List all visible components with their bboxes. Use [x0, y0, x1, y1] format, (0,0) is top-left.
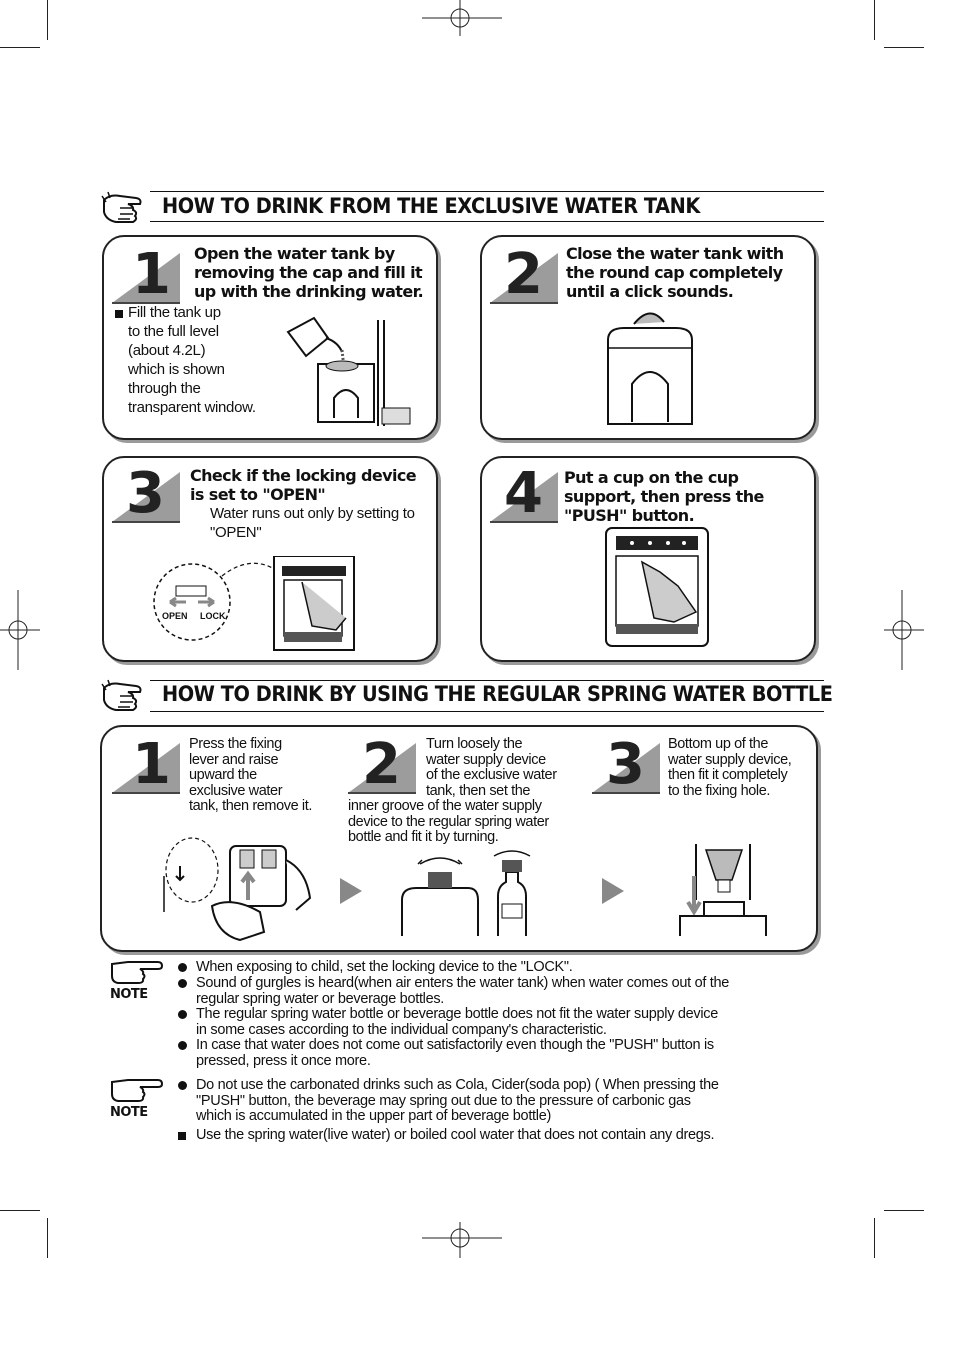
- hand-icon: [101, 679, 142, 711]
- push-button-illustration: [605, 527, 709, 647]
- pointing-hand-icon: [111, 961, 164, 984]
- registration-mark-icon: [884, 590, 924, 670]
- remove-tank-illustration: [163, 837, 312, 942]
- note2-item1: Do not use the carbonated drinks such as…: [196, 1077, 719, 1124]
- lock-label-open: OPEN: [162, 611, 188, 621]
- bottle-step-number-2: 2: [348, 733, 416, 795]
- bullet: [178, 1132, 186, 1140]
- bottle-step1-text: Press the fixing lever and raise upward …: [189, 736, 312, 814]
- step-number-3: 3: [112, 462, 180, 524]
- registration-mark-icon: [0, 590, 40, 670]
- svg-text:1: 1: [132, 243, 171, 305]
- section2-title: HOW TO DRINK BY USING THE REGULAR SPRING…: [162, 682, 833, 706]
- lock-label-lock: LOCK: [200, 611, 226, 621]
- svg-text:3: 3: [606, 733, 645, 795]
- step-panel-1: [102, 235, 438, 440]
- note1-item3: The regular spring water bottle or bever…: [196, 1006, 718, 1038]
- note-label: NOTE: [110, 1105, 148, 1120]
- hand-icon: [101, 191, 142, 223]
- step1-heading: Open the water tank by removing the cap …: [194, 244, 424, 301]
- step1-body: Fill the tank up to the full level (abou…: [128, 304, 256, 416]
- note-label: NOTE: [110, 987, 148, 1002]
- fit-bottle-illustration: [679, 844, 767, 936]
- lock-detail-illustration: [153, 556, 355, 651]
- svg-text:1: 1: [132, 733, 171, 795]
- step-number-4: 4: [490, 462, 558, 524]
- note1-item2: Sound of gurgles is heard(when air enter…: [196, 975, 730, 1007]
- svg-text:2: 2: [362, 733, 401, 795]
- registration-mark-icon: [422, 1222, 502, 1258]
- step-number-2: 2: [490, 243, 558, 305]
- bottle-device-illustration: [401, 850, 531, 936]
- bullet: [178, 1041, 187, 1050]
- bottle-step3-text: Bottom up of the water supply device, th…: [668, 736, 792, 799]
- note2-item2: Use the spring water(live water) or boil…: [196, 1127, 715, 1143]
- svg-text:2: 2: [504, 243, 543, 305]
- step3-body: Water runs out only by setting to "OPEN": [210, 505, 415, 541]
- note1-item1: When exposing to child, set the locking …: [196, 959, 573, 975]
- bullet: [178, 1010, 187, 1019]
- svg-text:4: 4: [504, 462, 543, 524]
- arrow-right-icon: [340, 878, 362, 904]
- bullet: [178, 979, 187, 988]
- bottle-step2-text-top: Turn loosely the water supply device of …: [426, 736, 557, 799]
- section1-title: HOW TO DRINK FROM THE EXCLUSIVE WATER TA…: [162, 194, 700, 218]
- bullet: [115, 310, 123, 318]
- bottle-step-number-3: 3: [592, 733, 660, 795]
- svg-text:3: 3: [126, 462, 165, 524]
- bottle-step-number-1: 1: [112, 733, 180, 795]
- arrow-right-icon: [602, 878, 624, 904]
- note1-item4: In case that water does not come out sat…: [196, 1037, 714, 1069]
- pointing-hand-icon: [111, 1079, 164, 1102]
- step3-heading: Check if the locking device is set to "O…: [190, 466, 417, 504]
- step4-heading: Put a cup on the cup support, then press…: [564, 468, 764, 525]
- step-number-1: 1: [112, 243, 180, 305]
- bottle-step2-text-bottom: inner groove of the water supply device …: [348, 798, 549, 845]
- closed-tank-illustration: [607, 312, 693, 425]
- bullet: [178, 1081, 187, 1090]
- fill-tank-illustration: [286, 316, 411, 426]
- step2-heading: Close the water tank with the round cap …: [566, 244, 784, 301]
- registration-mark-icon: [422, 0, 502, 36]
- bullet: [178, 963, 187, 972]
